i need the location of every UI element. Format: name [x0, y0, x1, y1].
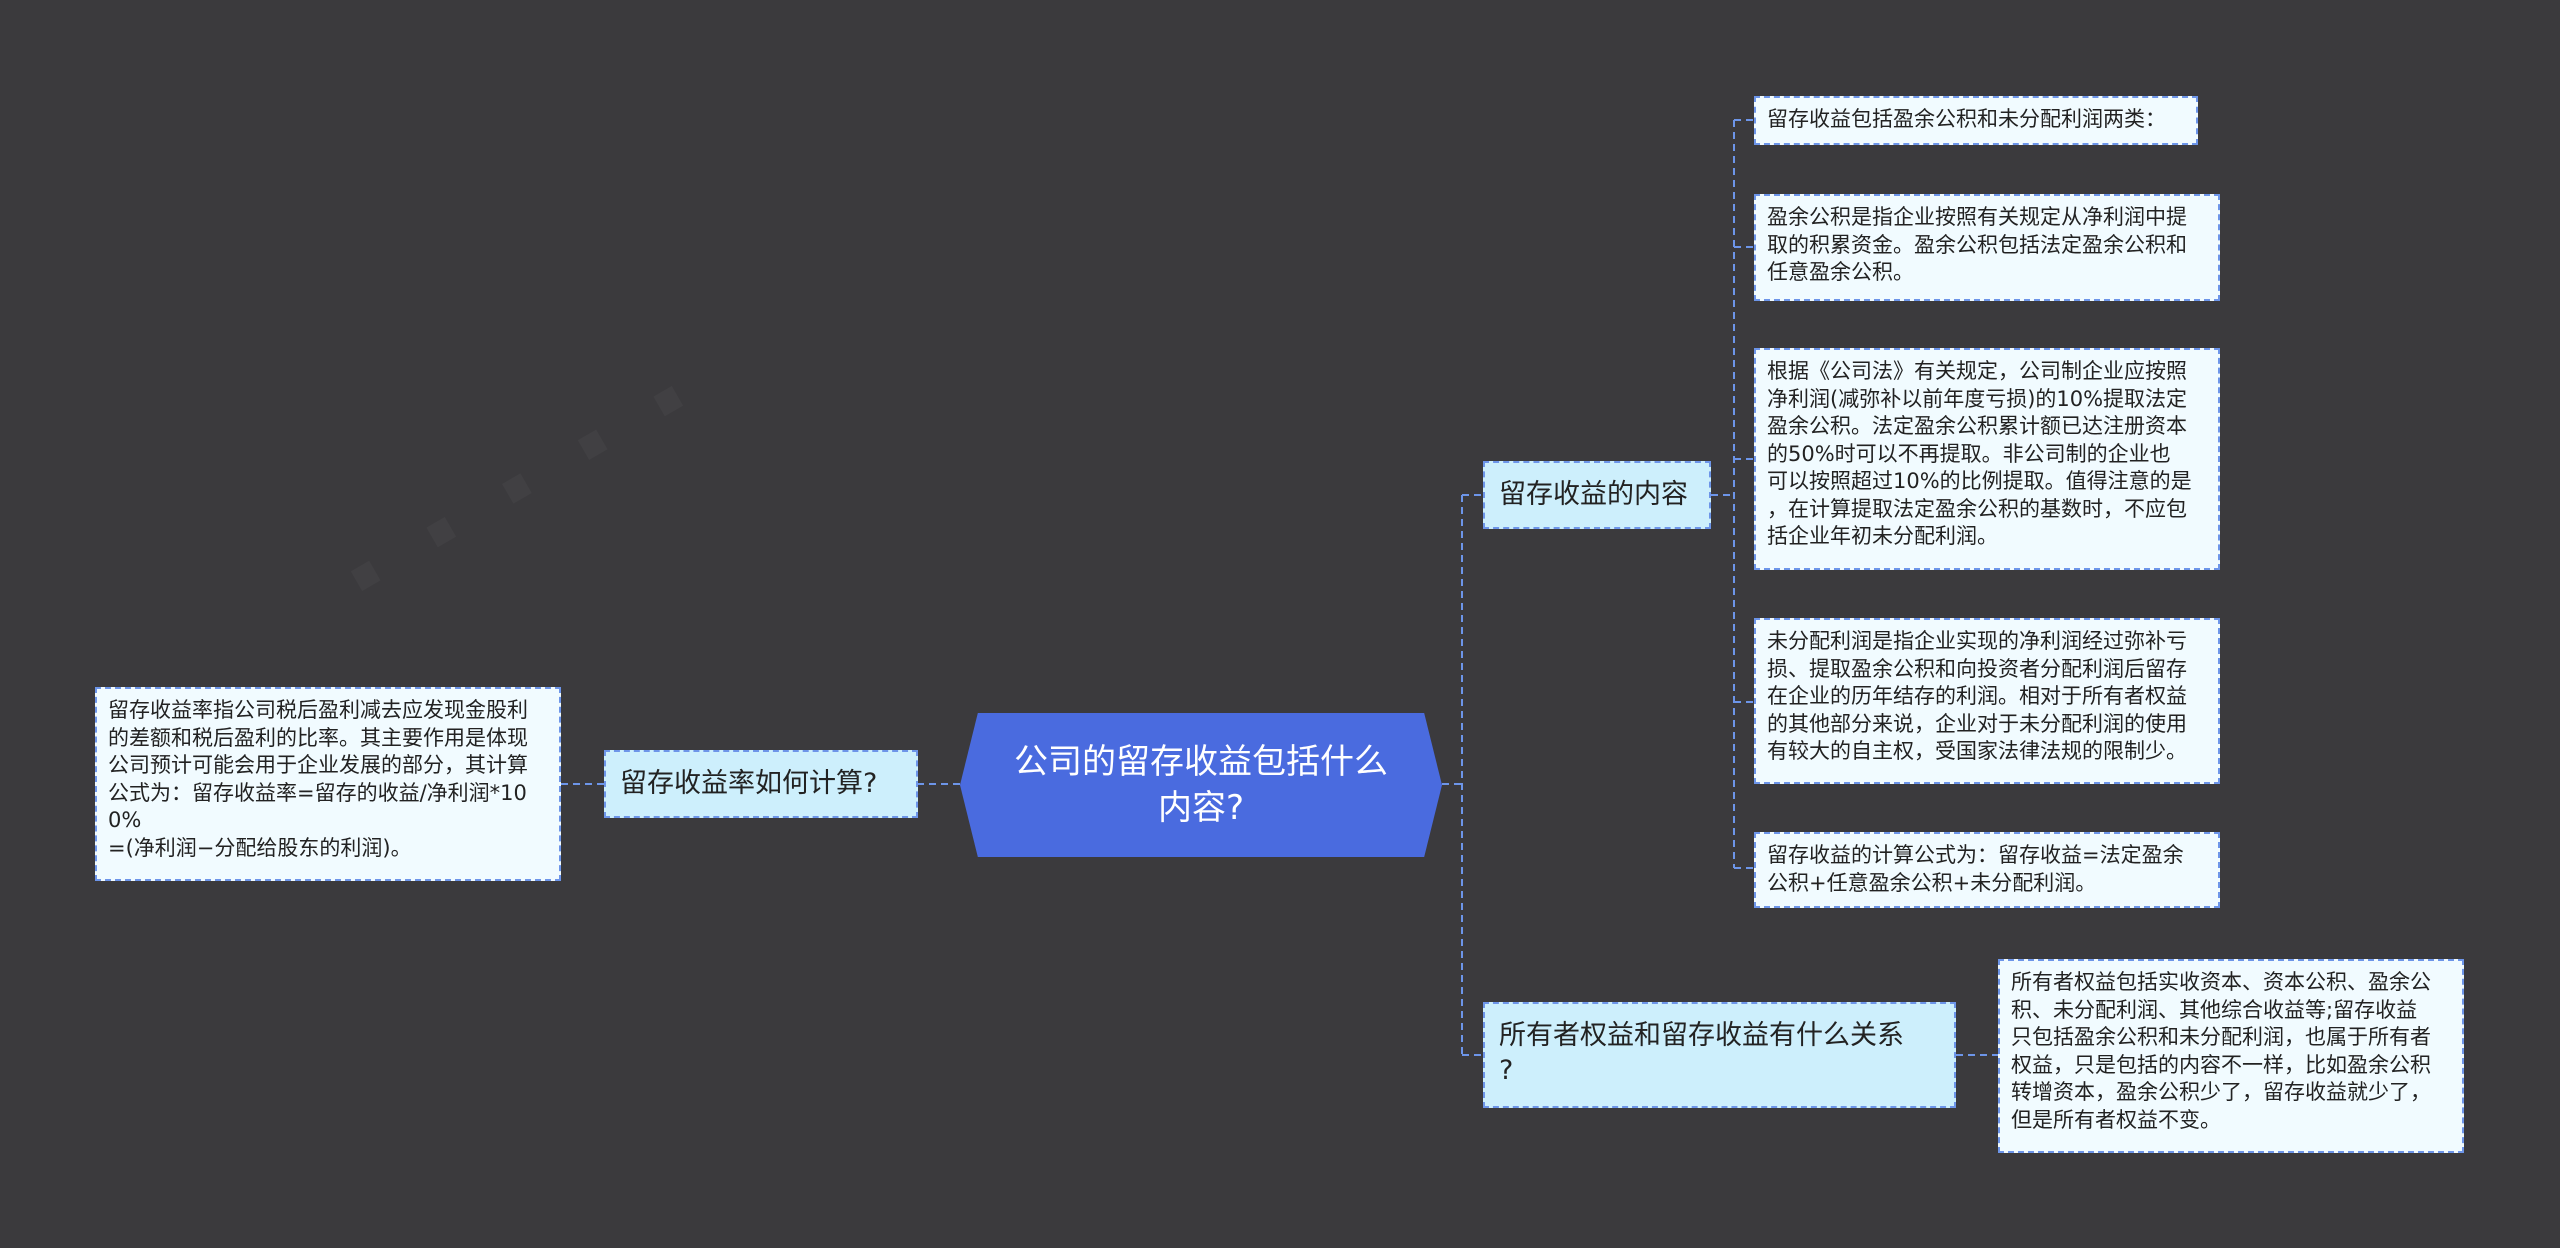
leaf-content-3[interactable]: 根据《公司法》有关规定，公司制企业应按照 净利润(减弥补以前年度亏损)的10%提…: [1754, 348, 2220, 570]
branch-retained-earnings-content[interactable]: 留存收益的内容: [1483, 461, 1711, 529]
leaf-content-4[interactable]: 未分配利润是指企业实现的净利润经过弥补亏 损、提取盈余公积和向投资者分配利润后留…: [1754, 618, 2220, 784]
leaf-content-2[interactable]: 盈余公积是指企业按照有关规定从净利润中提 取的积累资金。盈余公积包括法定盈余公积…: [1754, 194, 2220, 301]
leaf-equity-relationship[interactable]: 所有者权益包括实收资本、资本公积、盈余公 积、未分配利润、其他综合收益等;留存收…: [1998, 959, 2464, 1153]
branch-equity-relationship[interactable]: 所有者权益和留存收益有什么关系 ?: [1483, 1002, 1956, 1108]
leaf-content-1[interactable]: 留存收益包括盈余公积和未分配利润两类：: [1754, 96, 2198, 145]
leaf-retention-ratio-definition[interactable]: 留存收益率指公司税后盈利减去应发现金股利 的差额和税后盈利的比率。其主要作用是体…: [95, 687, 561, 881]
root-node[interactable]: 公司的留存收益包括什么 内容?: [960, 713, 1442, 857]
branch-retention-ratio[interactable]: 留存收益率如何计算?: [604, 750, 918, 818]
leaf-content-5[interactable]: 留存收益的计算公式为：留存收益=法定盈余 公积+任意盈余公积+未分配利润。: [1754, 832, 2220, 908]
